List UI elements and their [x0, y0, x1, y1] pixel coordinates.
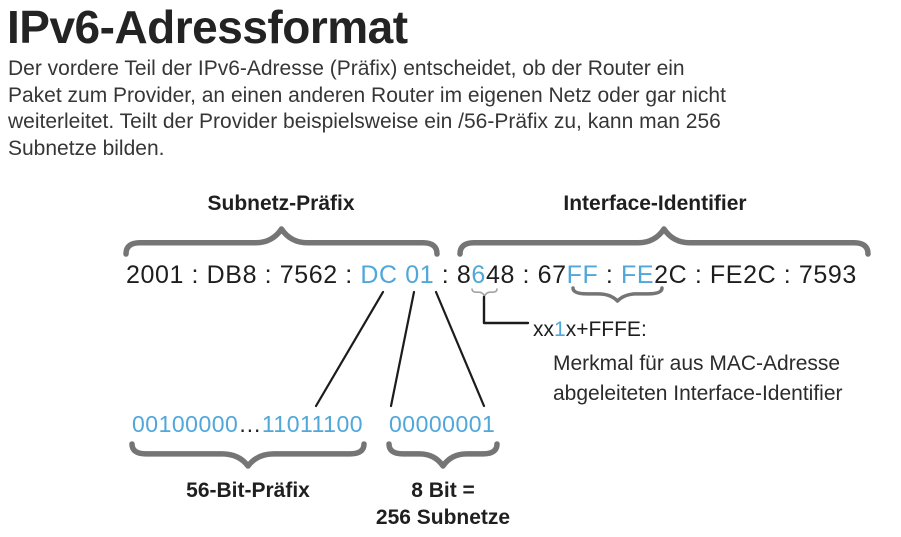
plain-text: … [238, 411, 262, 437]
subnet-prefix-label: Subnetz-Präfix [207, 192, 355, 215]
eui64-rule-text: xx1x+FFFE: [533, 318, 647, 342]
subnet-byte-right-line [434, 290, 486, 408]
highlighted-text: 11011100 [261, 411, 364, 437]
highlighted-text: 6 [471, 261, 486, 289]
bit8-label-line: 256 Subnetze [375, 506, 511, 529]
plain-text: : 8 [434, 261, 472, 289]
subnet-prefix-brace [123, 226, 440, 257]
highlighted-text: DC 01 [360, 261, 435, 289]
highlighted-text: 00000001 [389, 411, 496, 437]
prefix-bits-brace [129, 441, 367, 469]
intro-paragraph: Der vordere Teil der IPv6-Adresse (Präfi… [8, 56, 726, 162]
intro-line: Subnetze bilden. [8, 136, 165, 160]
intro-line: Der vordere Teil der IPv6-Adresse (Präfi… [8, 57, 685, 80]
plain-text: x+FFFE: [565, 318, 647, 341]
intro-line: weiterleitet. Teilt der Provider beispie… [8, 110, 721, 133]
eui64-note: Merkmal für aus MAC-Adresse abgeleiteten… [553, 349, 843, 409]
plain-text: 2001 : DB8 : 7562 : [126, 261, 361, 289]
highlighted-text: FF [566, 261, 599, 289]
subnet-byte-left-line [389, 290, 416, 408]
page-title: IPv6-Adressformat [7, 1, 408, 53]
eui64-note-line: abgeleiteten Interface-Identifier [553, 382, 843, 405]
eui64-note-line: Merkmal für aus MAC-Adresse [553, 352, 841, 375]
plain-text: : [598, 261, 621, 289]
prefix-binary-value: 00100000…11011100 [132, 411, 363, 438]
eui64-connector-line [482, 295, 530, 325]
interface-identifier-label: Interface-Identifier [563, 192, 747, 215]
dc-to-binary-line [314, 290, 385, 408]
plain-text: 48 : 67 [485, 261, 567, 289]
highlighted-text: 00100000 [132, 411, 239, 437]
interface-identifier-brace [457, 226, 871, 257]
universal-bit-small-brace [471, 288, 498, 297]
bit8-label: 8 Bit = 256 Subnetze [343, 477, 543, 531]
subnet-binary-value: 00000001 [389, 411, 495, 438]
plain-text: 2C : FE2C : 7593 [654, 261, 857, 289]
highlighted-text: 1 [554, 318, 566, 341]
intro-line: Paket zum Provider, an einen anderen Rou… [8, 83, 726, 107]
plain-text: xx [533, 318, 554, 341]
highlighted-text: FE [620, 261, 655, 289]
bit8-label-line: 8 Bit = [411, 479, 475, 502]
subnet-bits-brace [386, 441, 500, 469]
prefix56-label: 56-Bit-Präfix [186, 479, 310, 502]
ipv6-address: 2001 : DB8 : 7562 : DC 01 : 8648 : 67FF … [126, 261, 857, 290]
